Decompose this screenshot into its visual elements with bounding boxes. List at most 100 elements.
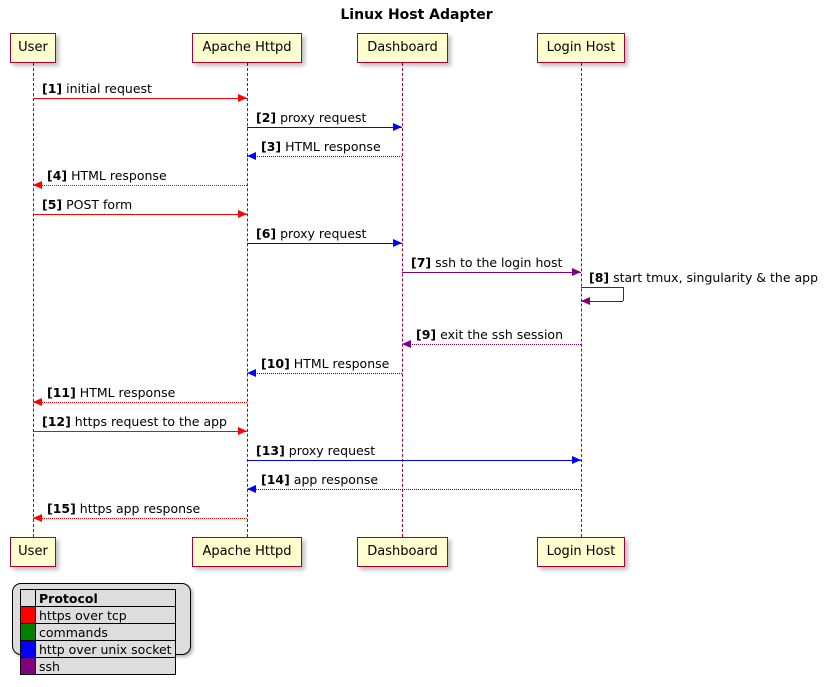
message-text: initial request <box>62 81 152 96</box>
arrow-line <box>33 431 247 432</box>
legend-header-label: Protocol <box>35 589 176 607</box>
message-text: HTML response <box>281 139 381 154</box>
arrow-line <box>33 518 247 519</box>
participant-label: Dashboard <box>367 544 438 559</box>
message-number: [2] <box>256 110 277 125</box>
arrow-line-vertical <box>623 287 624 301</box>
lifeline-httpd <box>247 63 248 537</box>
message-text: HTML response <box>289 356 390 371</box>
message-number: [6] <box>256 226 277 241</box>
message-label: [14] app response <box>261 472 378 487</box>
message-text: proxy request <box>276 226 367 241</box>
arrow-line <box>247 460 581 461</box>
message-label: [10] HTML response <box>261 356 389 371</box>
message-text: https app response <box>75 501 201 516</box>
message-number: [13] <box>256 443 285 458</box>
lifeline-dashboard <box>402 63 403 537</box>
message-number: [12] <box>42 414 71 429</box>
lifeline-user <box>33 63 34 537</box>
message-label: [2] proxy request <box>256 110 366 125</box>
legend-label-1: commands <box>35 623 176 641</box>
message-number: [7] <box>411 255 432 270</box>
legend-header-swatch <box>20 589 36 607</box>
legend-row: ssh <box>20 657 176 675</box>
message-number: [11] <box>47 385 76 400</box>
legend-row: commands <box>20 623 176 641</box>
message-label: [12] https request to the app <box>42 414 227 429</box>
message-number: [1] <box>42 81 63 96</box>
message-number: [9] <box>416 327 437 342</box>
legend-swatch-0 <box>20 606 36 624</box>
message-text: HTML response <box>67 168 167 183</box>
participant-loginhost-bottom: Login Host <box>537 537 625 567</box>
message-text: proxy request <box>284 443 376 458</box>
arrow-line <box>247 156 402 157</box>
arrow-line <box>581 301 623 302</box>
arrow-head <box>393 238 402 247</box>
arrow-line <box>247 489 581 490</box>
arrow-line <box>247 373 402 374</box>
message-text: app response <box>289 472 379 487</box>
message-number: [10] <box>261 356 290 371</box>
legend-header-row: Protocol <box>20 589 176 607</box>
legend-label-2: http over unix socket <box>35 640 176 658</box>
message-number: [4] <box>47 168 68 183</box>
arrow-head <box>402 339 411 348</box>
message-label: [9] exit the ssh session <box>416 327 563 342</box>
message-number: [15] <box>47 501 76 516</box>
message-label: [7] ssh to the login host <box>411 255 562 270</box>
legend-label-3: ssh <box>35 657 176 675</box>
participant-dashboard-bottom: Dashboard <box>357 537 448 567</box>
page-title: Linux Host Adapter <box>340 7 493 23</box>
message-label: [13] proxy request <box>256 443 375 458</box>
participant-label: Dashboard <box>367 40 438 55</box>
message-number: [3] <box>261 139 282 154</box>
arrow-line <box>33 214 247 215</box>
message-number: [8] <box>589 270 610 285</box>
arrow-line <box>33 402 247 403</box>
participant-label: Apache Httpd <box>202 40 292 55</box>
message-text: HTML response <box>75 385 176 400</box>
arrow-line <box>581 287 623 288</box>
message-label: [11] HTML response <box>47 385 175 400</box>
legend-swatch-2 <box>20 640 36 658</box>
arrow-line <box>402 272 581 273</box>
legend-label-0: https over tcp <box>35 606 176 624</box>
message-label: [8] start tmux, singularity & the app <box>589 270 818 285</box>
participant-httpd-top: Apache Httpd <box>192 33 302 63</box>
participant-label: User <box>18 40 48 55</box>
legend-swatch-1 <box>20 623 36 641</box>
message-text: start tmux, singularity & the app <box>609 270 819 285</box>
message-label: [5] POST form <box>42 197 132 212</box>
participant-label: User <box>18 544 48 559</box>
participant-loginhost-top: Login Host <box>537 33 625 63</box>
arrow-head <box>33 180 42 189</box>
arrow-line <box>247 243 402 244</box>
arrow-head <box>238 93 247 102</box>
arrow-line <box>402 344 581 345</box>
participant-label: Apache Httpd <box>202 544 292 559</box>
participant-label: Login Host <box>546 544 616 559</box>
arrow-head <box>247 368 256 377</box>
arrow-head <box>572 267 581 276</box>
participant-user-top: User <box>10 33 56 63</box>
message-text: exit the ssh session <box>436 327 563 342</box>
participant-label: Login Host <box>546 40 616 55</box>
message-label: [3] HTML response <box>261 139 381 154</box>
arrow-line <box>247 127 402 128</box>
arrow-line <box>33 185 247 186</box>
legend-swatch-3 <box>20 657 36 675</box>
arrow-head <box>572 455 581 464</box>
arrow-head <box>393 122 402 131</box>
arrow-head <box>238 209 247 218</box>
participant-user-bottom: User <box>10 537 56 567</box>
participant-httpd-bottom: Apache Httpd <box>192 537 302 567</box>
message-label: [15] https app response <box>47 501 200 516</box>
legend-row: http over unix socket <box>20 640 176 658</box>
message-label: [6] proxy request <box>256 226 366 241</box>
arrow-head <box>247 151 256 160</box>
message-text: ssh to the login host <box>431 255 563 270</box>
legend-row: https over tcp <box>20 606 176 624</box>
message-label: [1] initial request <box>42 81 152 96</box>
